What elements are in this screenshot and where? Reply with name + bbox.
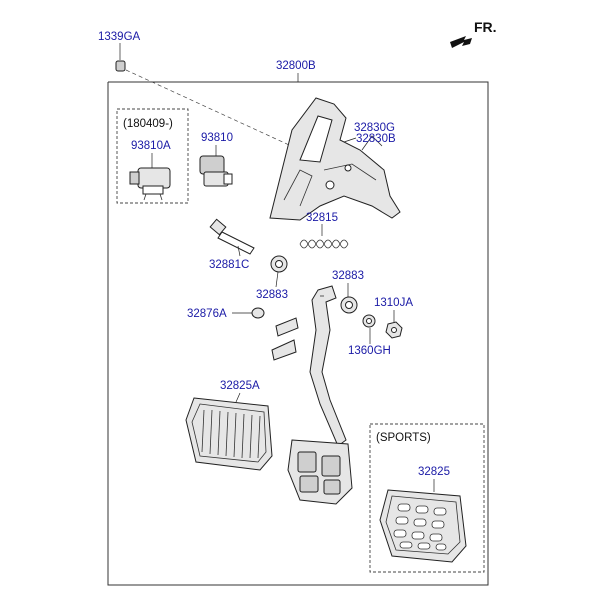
- part-number-93810A[interactable]: 93810A: [131, 140, 171, 152]
- bushing-right-32883: [340, 296, 358, 314]
- part-number-32800B[interactable]: 32800B: [276, 60, 316, 72]
- part-number-32825A[interactable]: 32825A: [220, 380, 260, 392]
- date-group-label: (180409-): [123, 118, 173, 130]
- washer-1360GH: [362, 314, 376, 328]
- brake-pedal-pad: [287, 439, 353, 505]
- stopper-32876A: [251, 307, 265, 319]
- part-number-32830G[interactable]: 32830G: [354, 122, 395, 134]
- part-number-1310JA[interactable]: 1310JA: [374, 297, 413, 309]
- part-number-32815[interactable]: 32815: [306, 212, 338, 224]
- nut-1310JA: [385, 321, 403, 339]
- clip-1339GA: [115, 43, 126, 72]
- clip-leader-line: [125, 69, 301, 151]
- pedal-arm: [309, 285, 347, 447]
- pedal-pad-cover-32825A: [185, 397, 273, 471]
- bushing-left-32883: [270, 255, 288, 273]
- part-number-32883-left[interactable]: 32883: [256, 289, 288, 301]
- pivot-bolt-32881C: [209, 218, 255, 255]
- sports-pedal-pad-32825: [379, 489, 467, 563]
- part-number-1360GH[interactable]: 1360GH: [348, 345, 391, 357]
- sports-group-box: [369, 423, 485, 573]
- part-number-93810[interactable]: 93810: [201, 132, 233, 144]
- return-spring-32815: [299, 239, 349, 249]
- date-group-box: [116, 108, 189, 204]
- part-number-32876A[interactable]: 32876A: [187, 308, 227, 320]
- part-number-1339GA[interactable]: 1339GA: [98, 31, 141, 43]
- part-number-32881C[interactable]: 32881C: [209, 259, 249, 271]
- sports-group-label: (SPORTS): [376, 432, 431, 444]
- stop-lamp-switch-93810A: [129, 167, 171, 201]
- arm-stopper-brackets: [271, 317, 299, 361]
- front-direction-arrow-icon: [450, 36, 472, 48]
- part-number-32830B[interactable]: 32830B: [356, 133, 396, 145]
- stop-lamp-switch-93810: [199, 155, 233, 187]
- assembly-frame: [107, 81, 489, 586]
- pedal-bracket: [269, 97, 401, 221]
- front-direction-label: FR.: [474, 19, 497, 35]
- part-number-32883-right[interactable]: 32883: [332, 270, 364, 282]
- part-number-32825[interactable]: 32825: [418, 466, 450, 478]
